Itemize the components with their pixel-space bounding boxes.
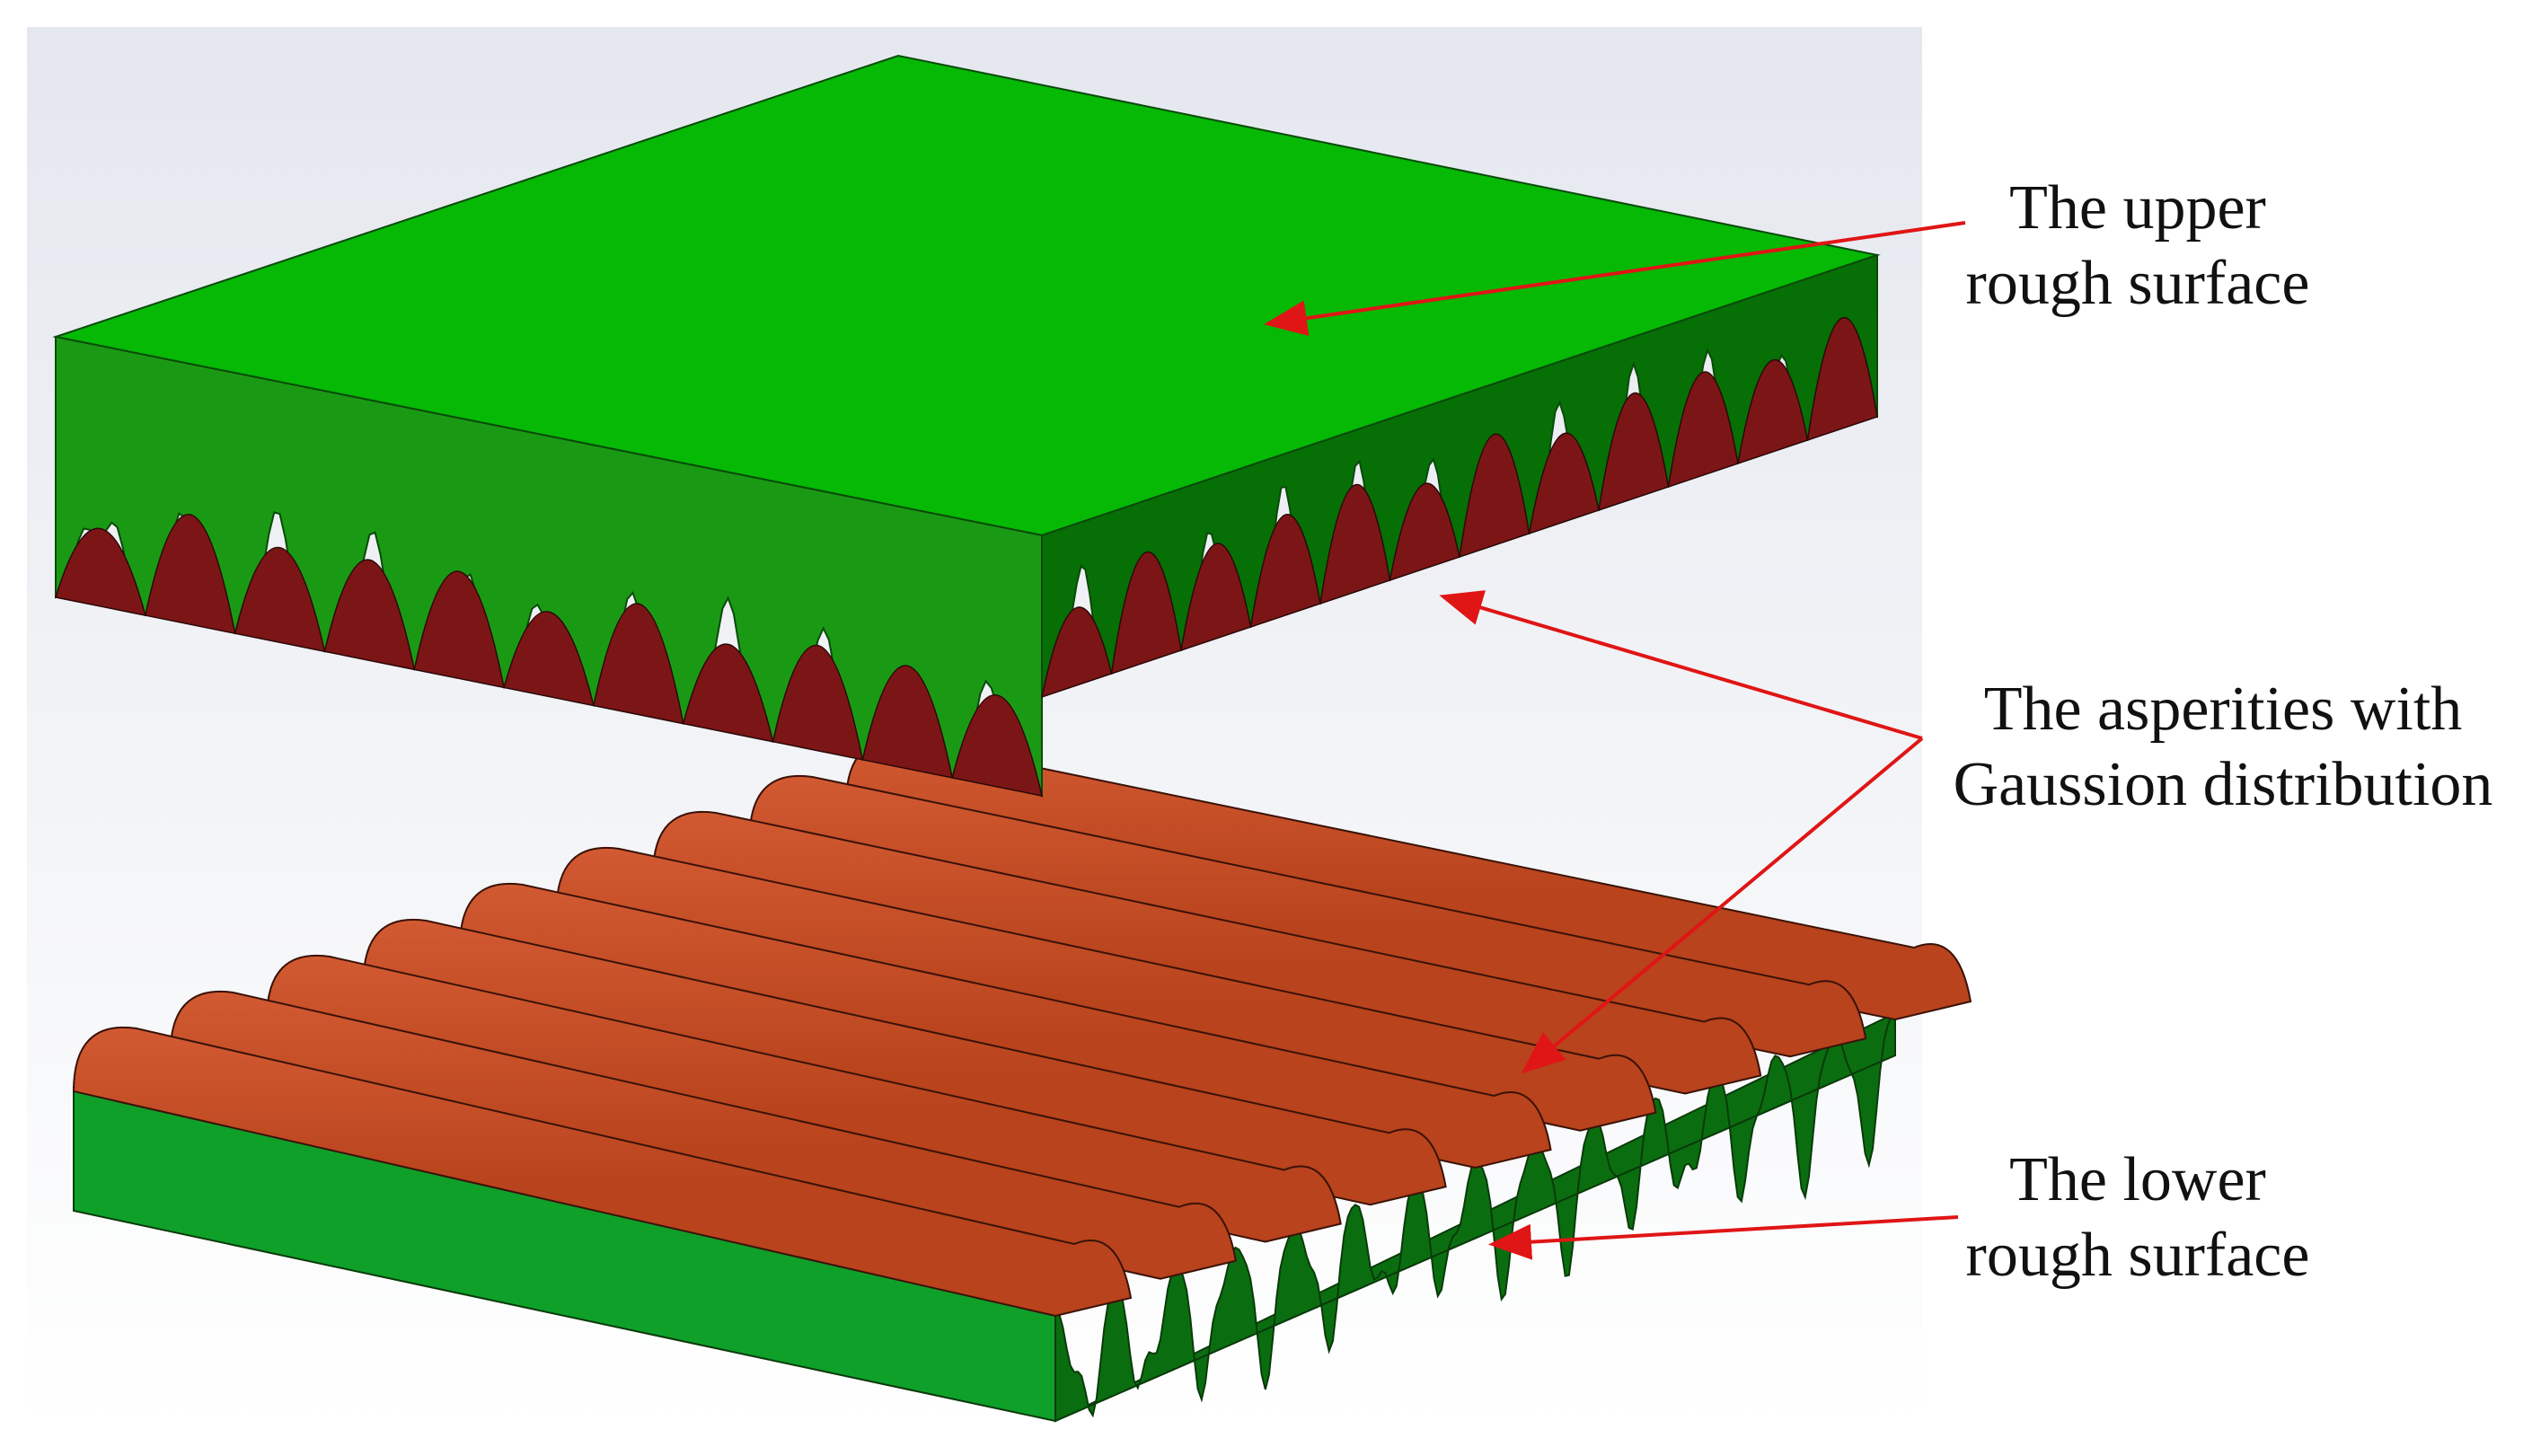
lower-asperity-ridge [555, 846, 1657, 1132]
lower-asperity-ridge [362, 918, 1447, 1206]
red-arrow-icon [1264, 221, 1966, 337]
upper-asperity-peak [1249, 513, 1321, 629]
upper-asperity-peak [951, 694, 1043, 797]
lower-surface-label: The lower rough surface [1922, 1143, 2353, 1293]
callout-arrows [1264, 221, 1966, 1260]
lower-rough-surface [72, 738, 1972, 1423]
upper-asperity-peak [682, 643, 774, 743]
upper-asperity-peak [144, 514, 236, 635]
upper-asperity-peak [1319, 483, 1391, 605]
upper-surface-label-line1: The upper [2009, 173, 2266, 243]
lower-asperity-ridge [265, 954, 1342, 1243]
lower-asperity-ridge [748, 774, 1867, 1058]
upper-asperity-peak [1389, 482, 1460, 582]
upper-asperity-peak [55, 527, 146, 617]
upper-surface-label-line2: rough surface [1965, 249, 2310, 318]
upper-asperity-peak [1528, 432, 1600, 535]
lower-asperity-ridge [844, 738, 1972, 1021]
lower-surface-label-line1: The lower [2009, 1145, 2266, 1214]
lower-asperity-ridge [458, 882, 1552, 1169]
lower-asperity-ridge [651, 810, 1762, 1095]
asperities-label-line1: The asperities with [1983, 675, 2463, 744]
upper-asperity-peak [772, 644, 864, 761]
upper-asperity-peak [1598, 392, 1670, 512]
upper-asperity-peak [323, 559, 416, 671]
lower-asperity-ridges [72, 738, 1972, 1318]
upper-asperity-peak [413, 570, 506, 689]
lower-asperity-ridge [72, 1026, 1133, 1318]
lower-surface-label-line2: rough surface [1965, 1221, 2310, 1290]
upper-asperity-peak [234, 546, 326, 653]
asperities-label-line2: Gaussion distribution [1953, 750, 2493, 819]
upper-asperity-peak [593, 603, 684, 725]
upper-asperity-peak [1806, 316, 1878, 442]
upper-asperity-peak [1667, 371, 1739, 489]
red-arrow-icon [1488, 1215, 1959, 1260]
upper-asperity-peak [1110, 551, 1182, 675]
lower-asperity-ridge [169, 990, 1238, 1280]
asperities-label: The asperities with Gaussion distributio… [1931, 672, 2515, 823]
red-arrow-icon [1439, 590, 1923, 740]
upper-asperity-peak [1737, 359, 1809, 465]
upper-asperity-peak [503, 611, 595, 707]
upper-rough-surface [52, 54, 1881, 799]
upper-surface-label: The upper rough surface [1922, 171, 2353, 322]
upper-asperity-peak [1459, 433, 1531, 559]
upper-asperity-peak [1180, 543, 1252, 652]
upper-asperity-peak [1040, 606, 1113, 699]
red-arrow-icon [1521, 737, 1924, 1074]
upper-asperity-peak [861, 665, 954, 779]
upper-asperities [55, 316, 1878, 797]
